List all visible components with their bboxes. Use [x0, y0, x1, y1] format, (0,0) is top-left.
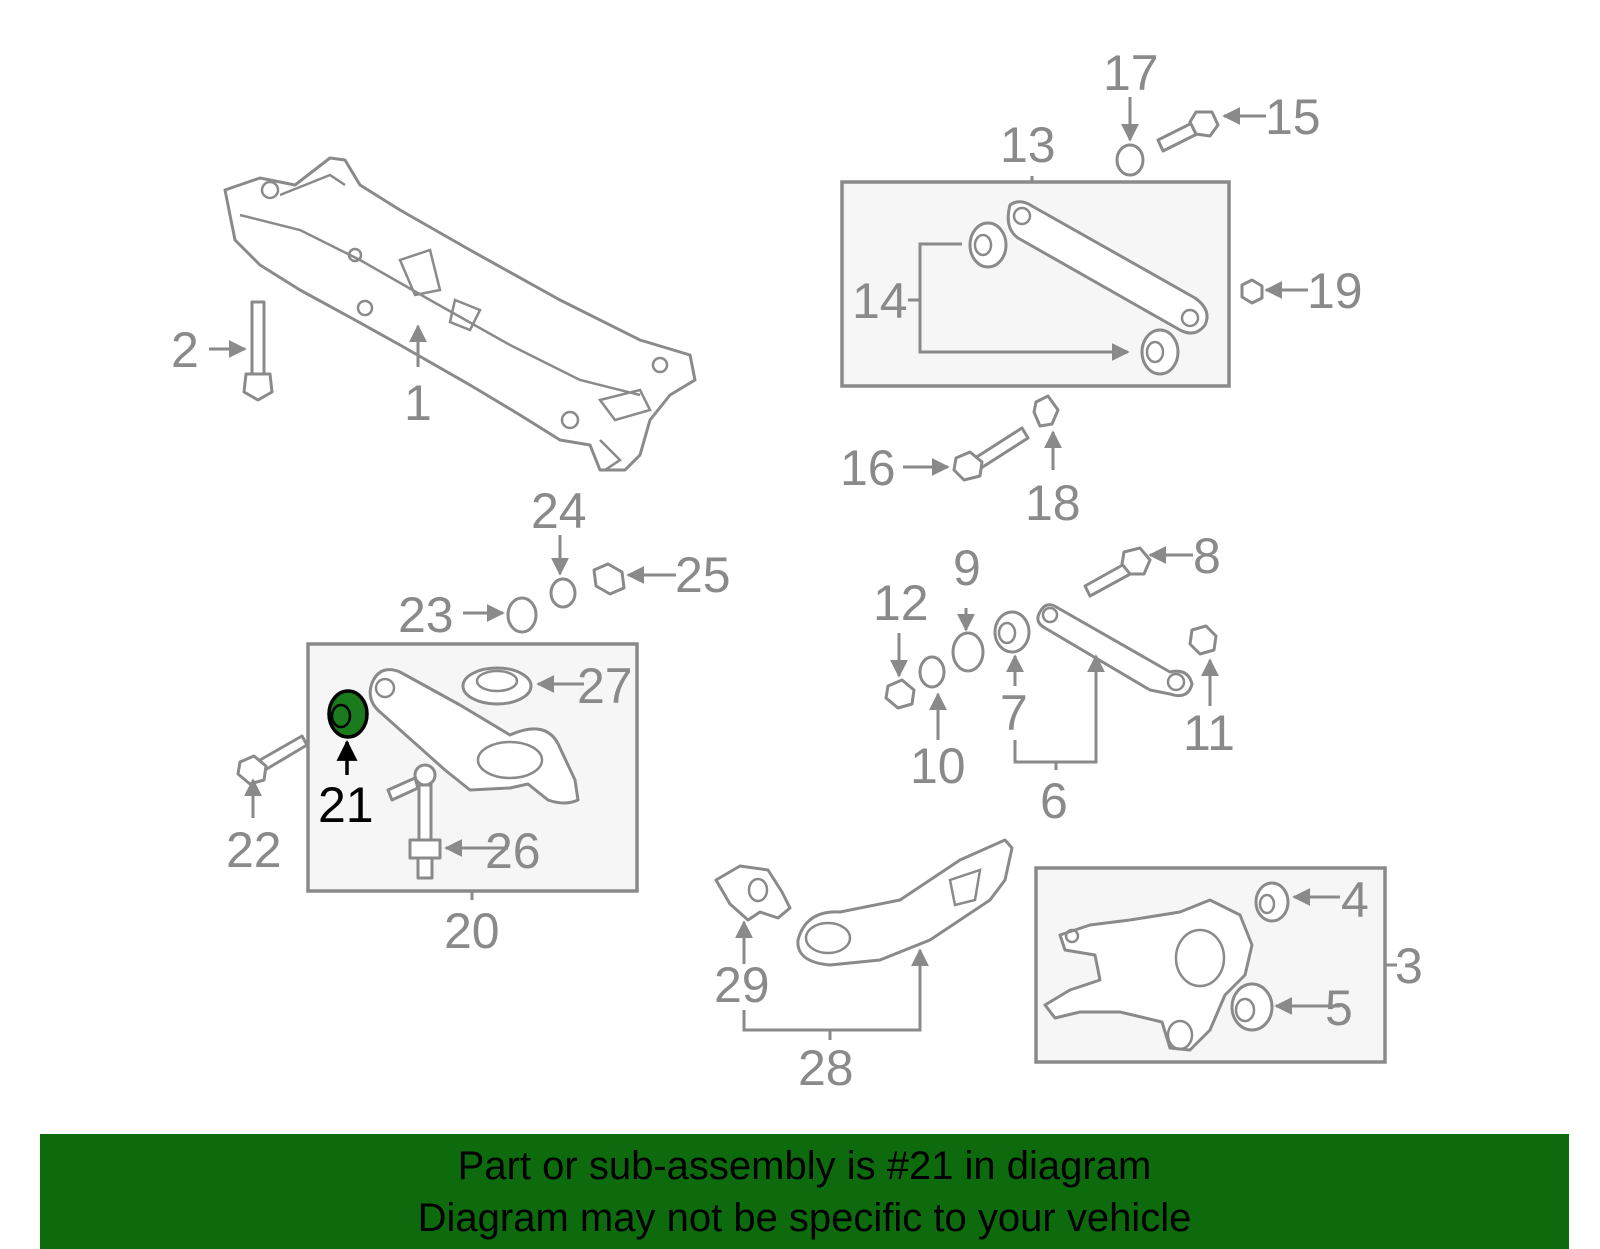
callout-11: 11 [1183, 705, 1235, 761]
callout-14: 14 [852, 273, 908, 329]
callout-19: 19 [1307, 263, 1363, 319]
callout-16: 16 [840, 440, 896, 496]
callout-4: 4 [1341, 872, 1369, 928]
washer-part-9[interactable] [951, 631, 985, 673]
nut-part-18[interactable] [1032, 394, 1060, 428]
callout-15: 15 [1265, 89, 1321, 145]
callout-27: 27 [577, 658, 633, 714]
callout-21: 21 [318, 777, 374, 833]
callout-29: 29 [714, 957, 770, 1013]
bushing-part-14b[interactable] [1140, 328, 1180, 376]
callout-22: 22 [226, 822, 282, 878]
spring-seat-part-27[interactable] [461, 666, 533, 706]
callout-26: 26 [485, 823, 541, 879]
washer-part-23[interactable] [506, 596, 538, 634]
banner-line-part-info: Part or sub-assembly is #21 in diagram [457, 1143, 1152, 1188]
nut-part-12[interactable] [884, 678, 916, 710]
callout-28: 28 [798, 1040, 854, 1096]
bushing-part-7[interactable] [993, 610, 1031, 654]
bolt-part-15[interactable] [1156, 110, 1220, 153]
nut-part-11[interactable] [1188, 624, 1218, 656]
callout-9: 9 [953, 540, 981, 596]
bushing-part-21-highlighted[interactable] [327, 689, 369, 739]
callout-6: 6 [1040, 773, 1068, 829]
callout-3: 3 [1395, 938, 1423, 994]
bushing-part-14a[interactable] [968, 221, 1008, 269]
callout-8: 8 [1193, 528, 1221, 584]
knuckle-part-3[interactable] [1043, 898, 1254, 1052]
nut-part-19[interactable] [1240, 278, 1264, 305]
callout-20: 20 [444, 903, 500, 959]
bolt-part-22[interactable] [236, 734, 309, 786]
washer-part-24[interactable] [549, 577, 577, 609]
callout-13: 13 [1000, 117, 1056, 173]
upper-arm-part-13[interactable] [1006, 200, 1209, 335]
lower-arm-part-20[interactable] [368, 668, 580, 805]
bushing-part-4[interactable] [1254, 881, 1290, 923]
callout-10: 10 [910, 738, 966, 794]
callout-5: 5 [1325, 980, 1353, 1036]
crossmember-part[interactable] [223, 156, 697, 472]
callout-18: 18 [1025, 475, 1081, 531]
callout-17: 17 [1103, 45, 1159, 101]
callout-1: 1 [404, 375, 432, 431]
callout-7: 7 [1000, 685, 1028, 741]
callout-24: 24 [531, 483, 587, 539]
bolt-part-8[interactable] [1083, 546, 1152, 598]
nut-part-25[interactable] [592, 562, 626, 596]
leader-lines [209, 97, 1397, 1040]
washer-part-17[interactable] [1115, 143, 1145, 177]
lateral-link-part-6[interactable] [1036, 603, 1194, 698]
stabilizer-link-part-26[interactable] [386, 763, 442, 880]
bolt-part-16[interactable] [952, 426, 1030, 482]
info-banner: Part or sub-assembly is #21 in diagram D… [40, 1134, 1569, 1249]
bushing-part-5[interactable] [1230, 982, 1274, 1032]
trailing-arm-part-28[interactable] [796, 838, 1014, 967]
callout-23: 23 [398, 587, 454, 643]
banner-line-disclaimer: Diagram may not be specific to your vehi… [417, 1195, 1192, 1240]
callout-2: 2 [171, 322, 199, 378]
washer-part-10[interactable] [918, 655, 946, 689]
bolt-part-2[interactable] [242, 300, 274, 402]
callout-25: 25 [675, 547, 731, 603]
bushing-part-29[interactable] [714, 864, 792, 922]
callout-12: 12 [873, 575, 929, 631]
